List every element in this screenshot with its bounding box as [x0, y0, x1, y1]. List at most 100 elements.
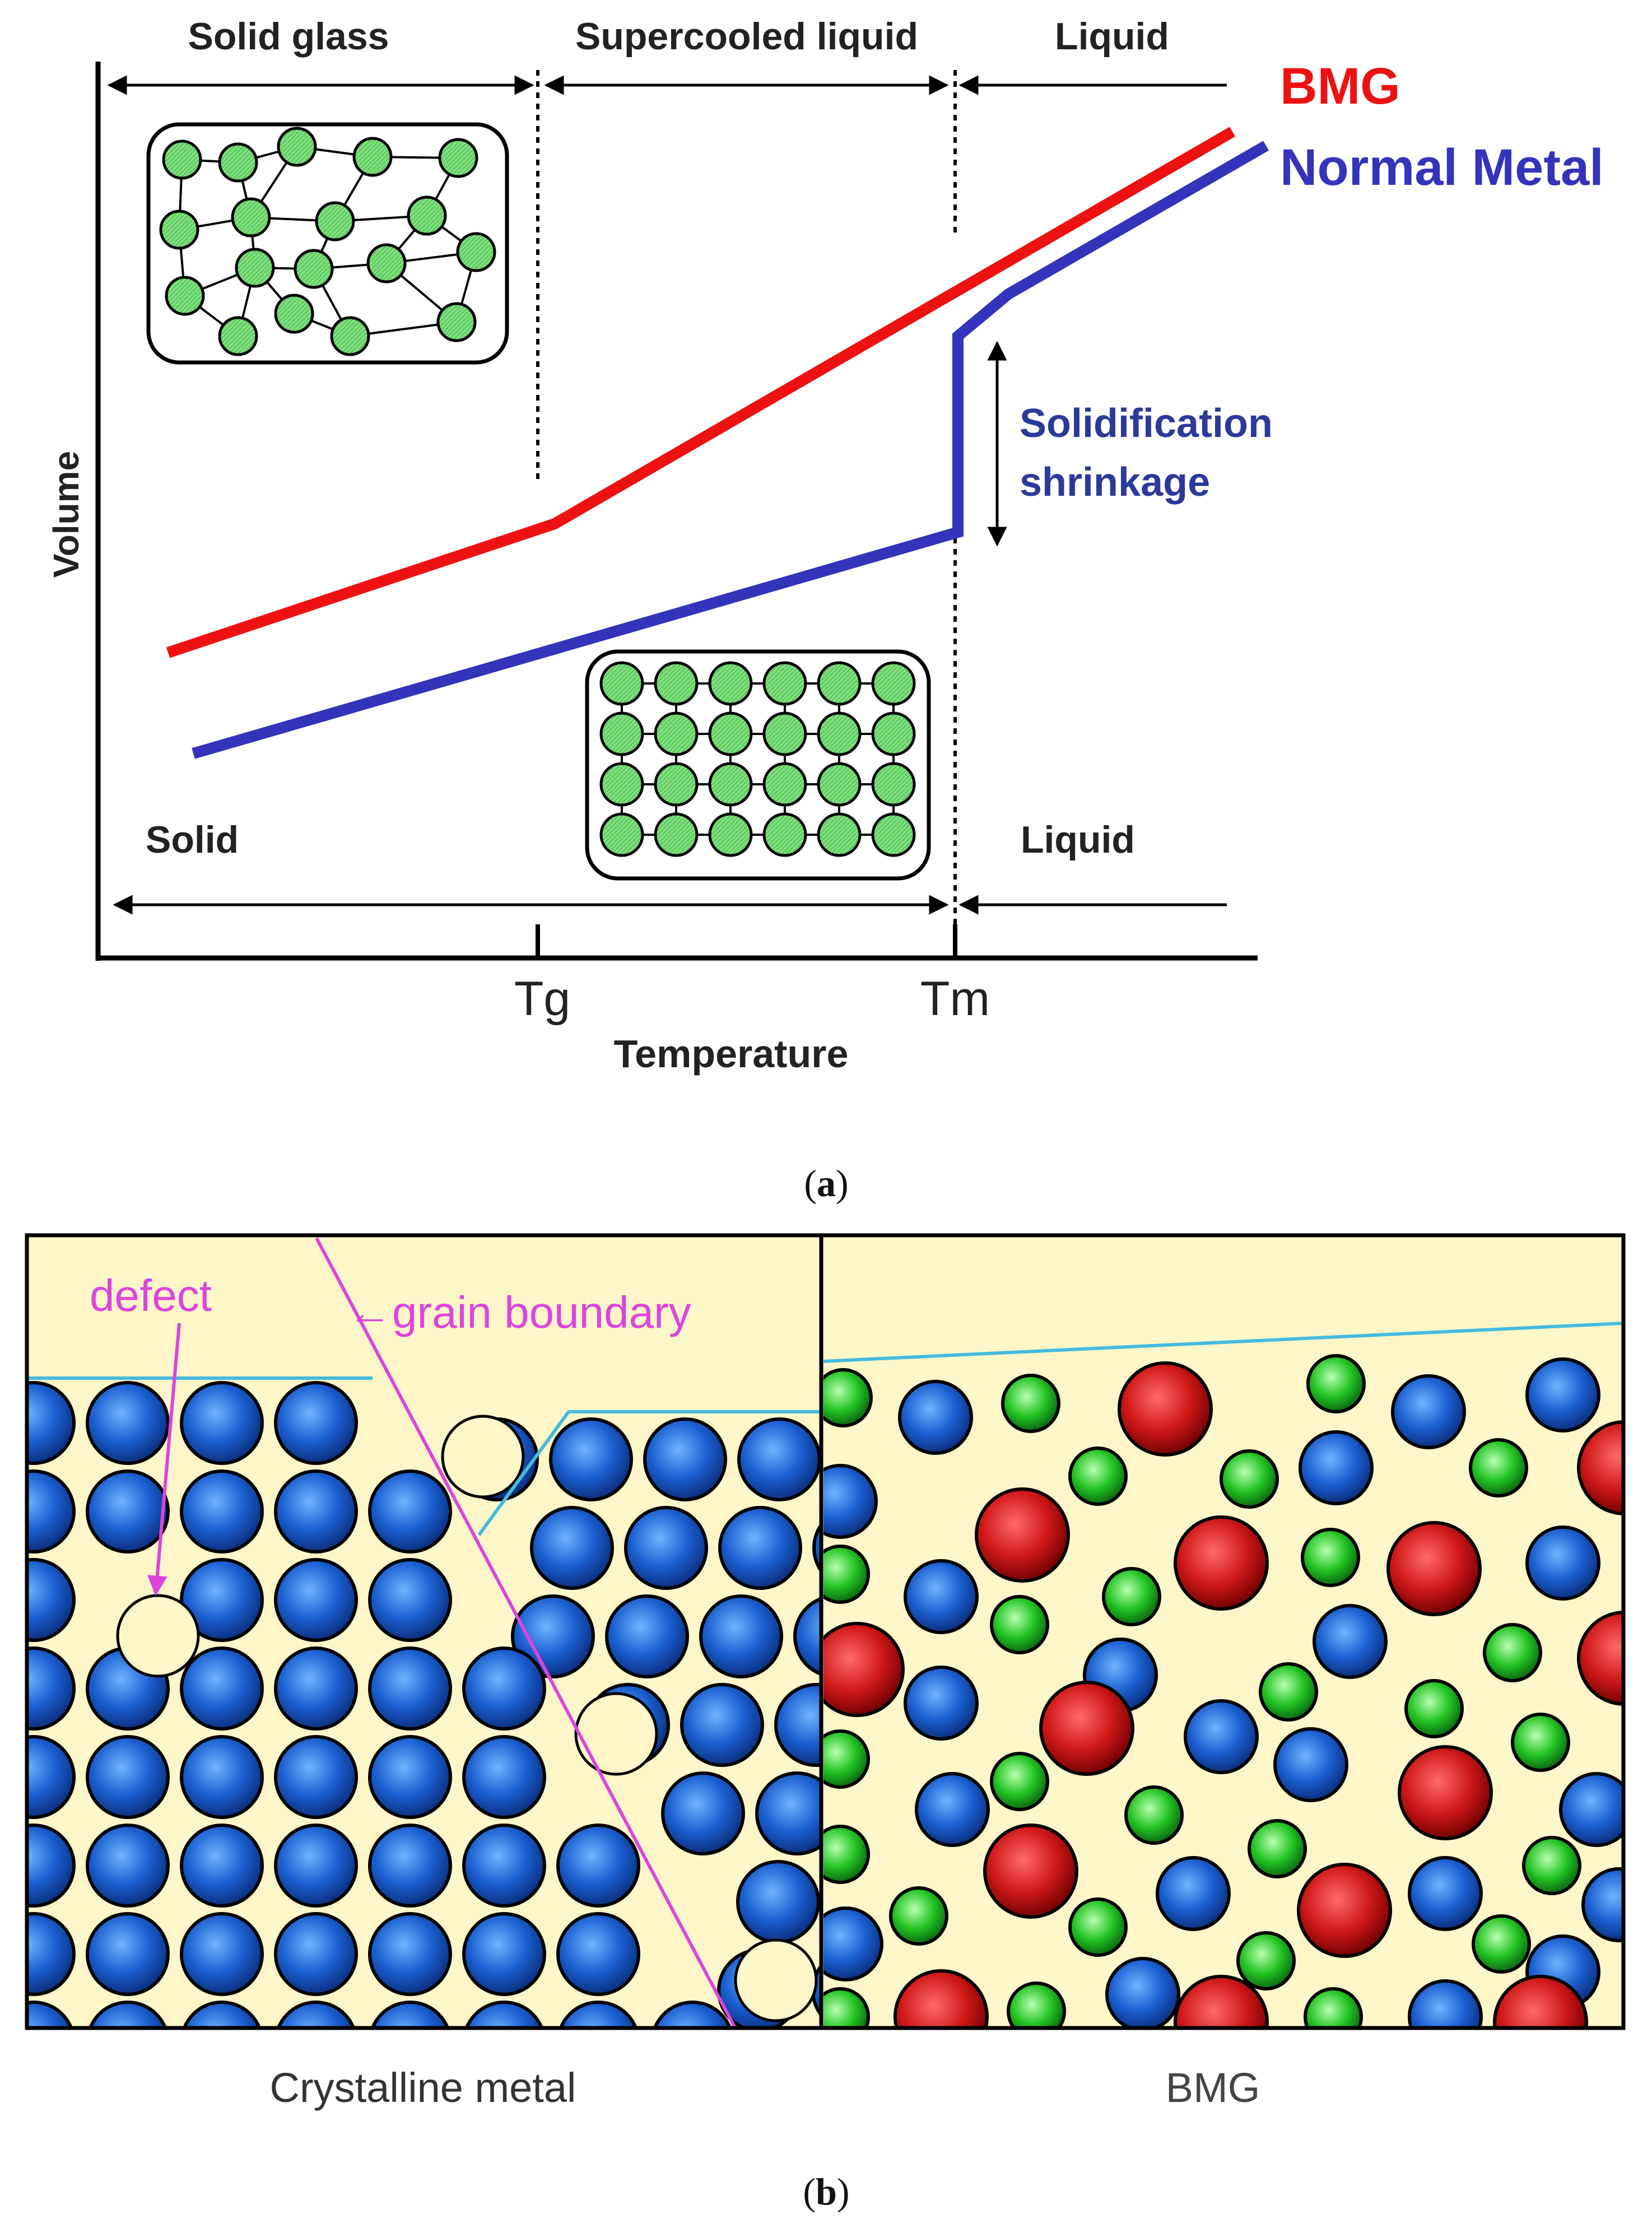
- crystalline-atom-lattice: [0, 1381, 1157, 2171]
- atom-blue: [812, 1524, 820, 1572]
- atom-blue: [274, 1381, 358, 1465]
- atom-red: [1398, 1745, 1493, 1840]
- atom-blue: [86, 1735, 170, 1819]
- atom-green: [1469, 1438, 1528, 1497]
- atom-blue: [793, 1597, 820, 1676]
- atom-red: [1493, 1975, 1588, 2028]
- atom-blue: [180, 1381, 264, 1465]
- atom-blue: [368, 1646, 452, 1731]
- atom: [162, 139, 202, 180]
- grain-boundary-label: ←grain boundary: [347, 1287, 691, 1337]
- atom-red: [894, 1969, 989, 2028]
- atom-blue: [276, 2001, 356, 2028]
- atom-blue: [823, 1464, 878, 1539]
- atom-blue: [180, 1824, 264, 1908]
- bmg-title: BMG: [1166, 2064, 1260, 2111]
- atom-green: [1236, 1931, 1296, 1990]
- atom-green: [823, 1729, 870, 1789]
- panel-b: defect ←grain boundary Crystalline metal…: [0, 1233, 1626, 2213]
- atom-blue: [1299, 1430, 1374, 1505]
- atom: [654, 762, 699, 807]
- atom-blue: [718, 1506, 802, 1590]
- atom-blue: [27, 1646, 76, 1731]
- atom: [274, 294, 314, 334]
- bmg-surface-line: [823, 1322, 1623, 1363]
- atom-blue: [86, 1912, 170, 1996]
- atom-blue: [462, 1912, 546, 1996]
- atom-blue: [1525, 1525, 1600, 1601]
- atom-blue: [464, 2001, 544, 2028]
- amorphous-structure-inset: [146, 122, 509, 365]
- atom-blue: [653, 2001, 732, 2028]
- atom-green: [1068, 1446, 1128, 1506]
- atom: [654, 711, 699, 756]
- atom-green: [1007, 1982, 1066, 2028]
- vacancy: [734, 1938, 818, 2022]
- atom-blue: [180, 1912, 264, 1996]
- atom: [438, 138, 478, 178]
- crystalline-panel: [0, 1235, 1157, 2171]
- atom-green: [1304, 1987, 1363, 2028]
- vacancy: [574, 1692, 658, 1776]
- atom-blue: [1105, 1957, 1180, 2028]
- atom-blue: [511, 1594, 595, 1678]
- crystalline-atoms: [599, 661, 916, 857]
- atom-green: [1259, 1662, 1318, 1722]
- atom-green: [889, 1886, 948, 1946]
- atom: [762, 711, 807, 756]
- x-axis-label: Temperature: [614, 1032, 849, 1076]
- atom: [708, 812, 753, 857]
- atom-green: [1124, 1785, 1184, 1845]
- region-solid: Solid: [146, 818, 239, 861]
- atom: [456, 232, 496, 272]
- atom: [294, 249, 334, 289]
- atom-blue: [1525, 1357, 1600, 1432]
- atom-blue: [755, 1771, 820, 1855]
- atom-blue: [368, 1558, 452, 1642]
- atom: [218, 142, 258, 183]
- atom: [165, 276, 205, 316]
- shrinkage-label-line-2: shrinkage: [1020, 460, 1210, 505]
- atom: [871, 762, 916, 807]
- atom: [817, 711, 862, 756]
- atom-blue: [915, 1772, 990, 1847]
- atom-blue: [0, 2091, 74, 2171]
- atom-blue: [549, 1417, 633, 1501]
- atom-blue: [274, 1558, 358, 1642]
- atom-green: [1248, 1819, 1307, 1878]
- normal-metal-curve: [192, 141, 1269, 759]
- atom-blue: [1408, 1979, 1483, 2028]
- atom: [762, 661, 807, 706]
- atom-blue: [1581, 1867, 1623, 1942]
- atom-blue: [699, 1594, 783, 1678]
- defect-arrow: [147, 1323, 181, 1596]
- atom: [159, 210, 199, 250]
- atom: [218, 316, 258, 356]
- atom: [762, 812, 807, 857]
- crystalline-structure-inset: [585, 649, 931, 881]
- atom-blue: [368, 1735, 452, 1819]
- atom-green: [1511, 1713, 1570, 1772]
- atom-red: [1386, 1521, 1482, 1616]
- atom: [599, 711, 644, 756]
- atom-blue: [1076, 2039, 1157, 2119]
- atom-green: [1472, 1914, 1531, 1974]
- atom-blue: [274, 1646, 358, 1731]
- atom: [366, 243, 407, 283]
- atom: [817, 661, 862, 706]
- region-liquid-top: Liquid: [1055, 15, 1169, 58]
- caption-b: (b): [803, 2170, 849, 2213]
- y-axis-label: Volume: [46, 451, 86, 578]
- bmg-panel: [823, 1235, 1623, 2028]
- atom-blue: [888, 2039, 969, 2119]
- region-supercooled-liquid: Supercooled liquid: [575, 15, 918, 58]
- atom-blue: [368, 1912, 452, 1996]
- atom-blue: [736, 1860, 820, 1944]
- atom-blue: [88, 2001, 167, 2028]
- caption-a-letter: a: [817, 1162, 836, 1204]
- atom-blue: [1156, 1856, 1231, 1931]
- atom: [277, 127, 317, 167]
- atom-blue: [27, 1558, 76, 1642]
- atom-blue: [274, 1912, 358, 1996]
